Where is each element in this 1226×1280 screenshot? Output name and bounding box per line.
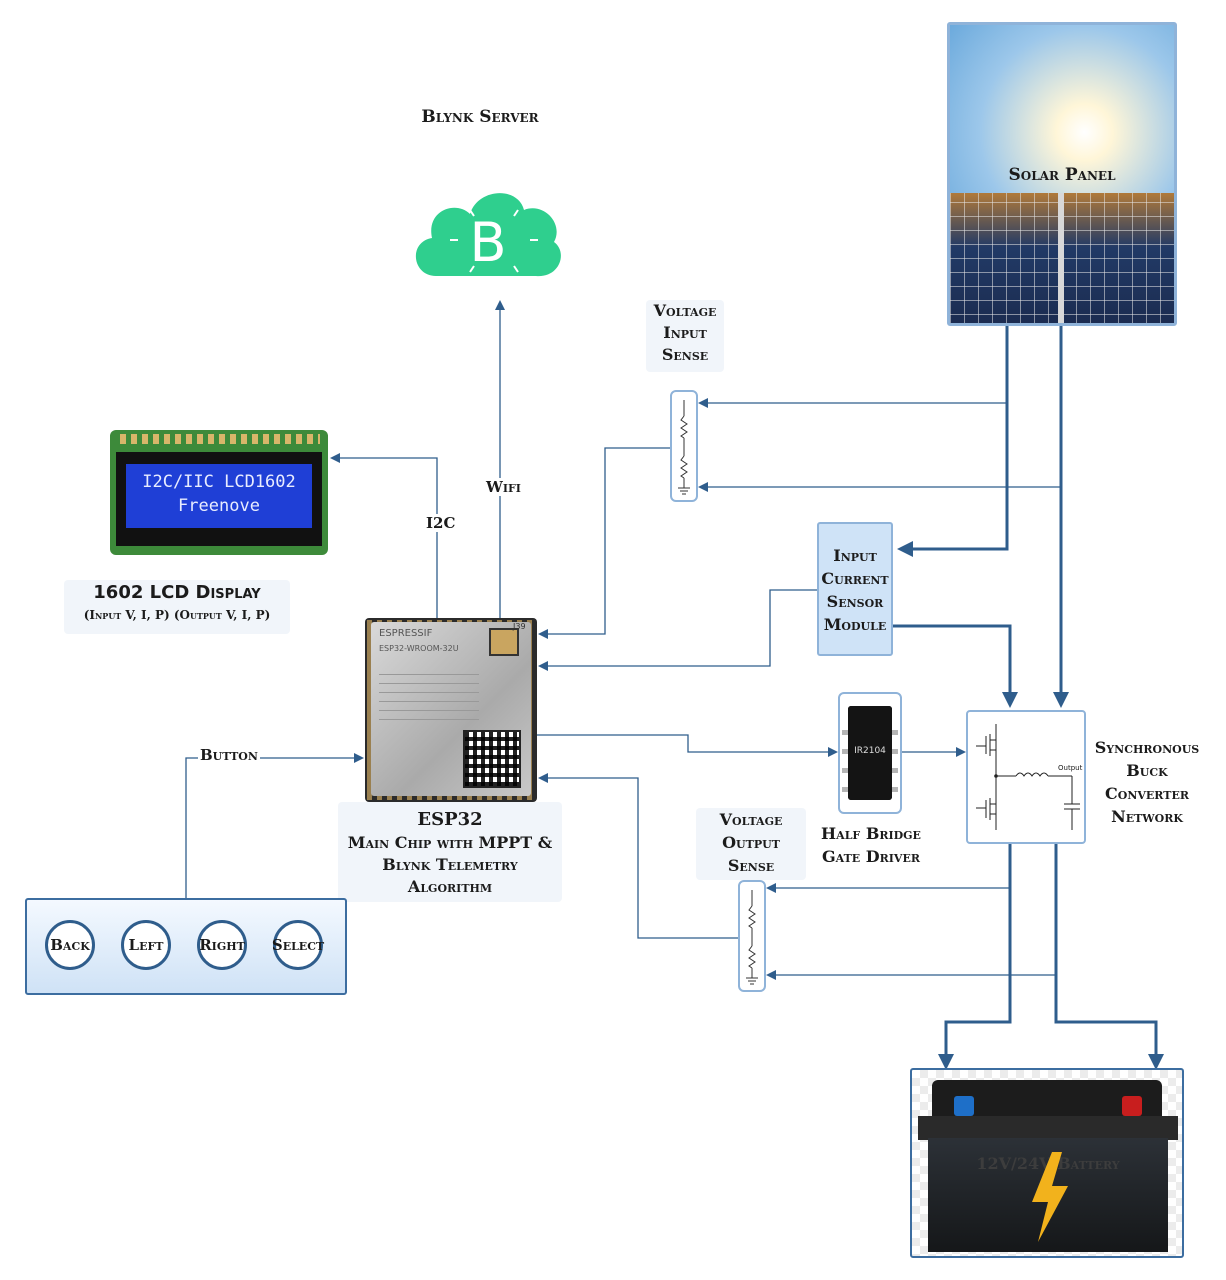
buck-line2: Buck [1126, 761, 1168, 780]
qr-code-icon [463, 730, 521, 788]
ic-chip-icon: IR2104 [842, 706, 898, 800]
lcd-module: I2C/IIC LCD1602 Freenove [110, 430, 328, 555]
esp32-brand: ESPRESSIF [379, 628, 433, 639]
buck-line3: Converter [1105, 784, 1189, 803]
buck-line1: Synchronous [1094, 738, 1200, 757]
button-link [185, 753, 364, 900]
solar-cells [950, 193, 1174, 323]
battery-box: 12V/24V Battery [910, 1068, 1184, 1258]
lcd-title: 1602 LCD Display [93, 582, 261, 603]
vout-sense-line1: Voltage [719, 810, 783, 829]
right-button[interactable]: Right [197, 920, 247, 970]
buck-schematic-icon [976, 724, 1080, 830]
current-sensor-line1: Input [833, 546, 877, 565]
pwm-link [537, 734, 838, 757]
gate-driver-caption: Half Bridge Gate Driver [812, 822, 930, 868]
battery-body: 12V/24V Battery [928, 1138, 1168, 1252]
vin-sense-line1: Voltage [653, 301, 717, 320]
vout-sense-line3: Sense [727, 856, 775, 875]
lcd-line-1: I2C/IIC LCD1602 [142, 472, 296, 492]
voltage-output-sense-caption: Voltage Output Sense [696, 808, 806, 880]
vin-sense-line3: Sense [661, 345, 709, 364]
positive-terminal-icon [1122, 1096, 1142, 1116]
blynk-server-title: Blynk Server [421, 107, 539, 127]
button-label: Button [198, 746, 260, 764]
lcd-caption: 1602 LCD Display (Input V, I, P) (Output… [64, 580, 290, 634]
gate-driver-line1: Half Bridge [821, 824, 921, 843]
solar-panel-title: Solar Panel [1008, 165, 1116, 185]
esp32-line2: Main Chip with MPPT & [347, 833, 553, 852]
vin-sense-line2: Input [663, 323, 707, 342]
esp32-caption: ESP32 Main Chip with MPPT & Blynk Teleme… [338, 802, 562, 902]
back-button[interactable]: Back [45, 920, 95, 970]
solar-panel: Solar Panel [947, 22, 1177, 326]
i2c-link [330, 453, 438, 620]
lcd-subtitle: (Input V, I, P) (Output V, I, P) [83, 608, 271, 622]
buck-to-battery-pos [1054, 843, 1164, 1070]
solar-positive-line [897, 325, 1009, 557]
current-sense-link [538, 589, 817, 671]
current-sensor-line2: Current [821, 569, 889, 588]
i2c-label: I2C [426, 514, 456, 532]
lcd-line-2: Freenove [178, 496, 260, 516]
lcd-header-pins [120, 434, 320, 444]
esp32-module: ESPRESSIF ESP32-WROOM-32U J39 [365, 618, 537, 802]
buck-output-label: Output [1058, 764, 1083, 772]
resistor-divider-icon [746, 890, 758, 985]
buck-line4: Network [1111, 807, 1183, 826]
left-button[interactable]: Left [121, 920, 171, 970]
esp32-shield: ESPRESSIF ESP32-WROOM-32U J39 [371, 622, 531, 796]
gate-driver-module: IR2104 [838, 692, 902, 814]
esp32-title: ESP32 [417, 809, 483, 830]
blynk-logo-letter: B [469, 211, 507, 274]
vout-sense-line2: Output [722, 833, 780, 852]
button-panel: Back Left Right Select [25, 898, 347, 995]
negative-terminal-icon [954, 1096, 974, 1116]
select-button[interactable]: Select [272, 920, 324, 970]
esp32-antenna-label: J39 [513, 622, 526, 631]
voltage-divider-input [670, 390, 698, 502]
buck-converter-module: Output [966, 710, 1086, 844]
esp32-model: ESP32-WROOM-32U [379, 644, 459, 653]
gate-driver-chip-label: IR2104 [854, 746, 886, 756]
esp32-certification-text [379, 670, 479, 720]
esp32-line3: Blynk Telemetry [382, 855, 518, 874]
lcd-screen: I2C/IIC LCD1602 Freenove [126, 464, 312, 528]
voltage-input-sense-caption: Voltage Input Sense [646, 300, 724, 372]
current-sensor-line3: Sensor [826, 592, 884, 611]
blynk-cloud-icon [415, 193, 561, 277]
vout-sense-link [538, 773, 738, 939]
voltage-divider-output [738, 880, 766, 992]
vin-sense-link [538, 447, 670, 639]
current-sensor-to-buck [892, 624, 1018, 708]
esp32-line4: Algorithm [407, 877, 493, 896]
wifi-label: Wifi [486, 478, 521, 496]
current-sensor-line4: Module [823, 615, 887, 634]
antenna-connector-icon [489, 628, 519, 656]
buck-converter-caption: Synchronous Buck Converter Network [1088, 736, 1206, 828]
gate-driver-line2: Gate Driver [822, 847, 920, 866]
buck-to-battery-neg [938, 843, 1012, 1070]
lightning-bolt-icon [1032, 1152, 1068, 1242]
input-current-sensor-module: Input Current Sensor Module [817, 522, 893, 656]
resistor-divider-icon [678, 400, 690, 495]
